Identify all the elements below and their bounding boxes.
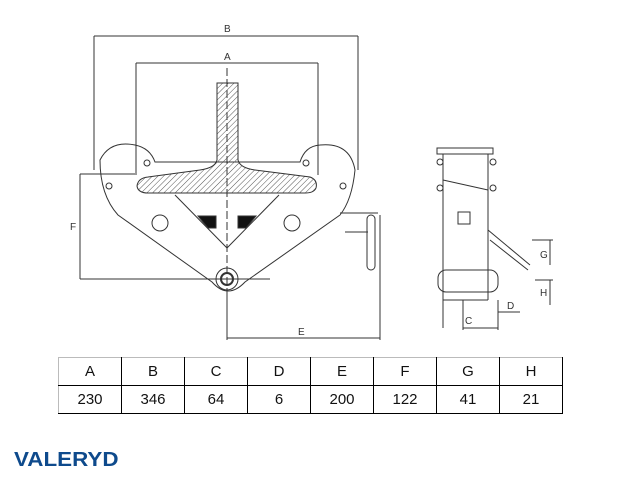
value-cell: 230 — [58, 385, 122, 414]
header-cell: A — [58, 357, 122, 386]
label-g: G — [540, 250, 548, 261]
dimensions-table: A B C D E F G H 230 346 64 6 200 122 41 … — [58, 357, 563, 414]
label-f: F — [70, 222, 76, 233]
table-header-row: A B C D E F G H — [58, 357, 563, 386]
label-b: B — [224, 24, 231, 35]
value-cell: 41 — [436, 385, 500, 414]
label-d: D — [507, 301, 514, 312]
valeryd-logo: VALERYD — [14, 449, 119, 471]
header-cell: H — [499, 357, 563, 386]
header-cell: F — [373, 357, 437, 386]
label-c: C — [465, 316, 472, 327]
label-h: H — [540, 288, 547, 299]
header-cell: E — [310, 357, 374, 386]
dimension-e — [226, 215, 381, 340]
value-cell: 122 — [373, 385, 437, 414]
dimension-a — [135, 62, 319, 175]
beam-section — [136, 82, 317, 194]
side-view — [436, 147, 553, 330]
label-a: A — [224, 52, 231, 63]
value-cell: 21 — [499, 385, 563, 414]
value-cell: 64 — [184, 385, 248, 414]
header-cell: C — [184, 357, 248, 386]
label-e: E — [298, 327, 305, 338]
header-cell: B — [121, 357, 185, 386]
dimension-b — [93, 35, 359, 170]
value-cell: 6 — [247, 385, 311, 414]
clamp-body — [99, 143, 356, 292]
dimension-f — [79, 173, 270, 280]
header-cell: D — [247, 357, 311, 386]
table-row: 230 346 64 6 200 122 41 21 — [58, 385, 563, 414]
dimension-labels: B A F E C D G H — [70, 24, 548, 338]
value-cell: 346 — [121, 385, 185, 414]
value-cell: 200 — [310, 385, 374, 414]
beam-clamp-technical-drawing: B A F E C D G H — [70, 24, 553, 340]
header-cell: G — [436, 357, 500, 386]
